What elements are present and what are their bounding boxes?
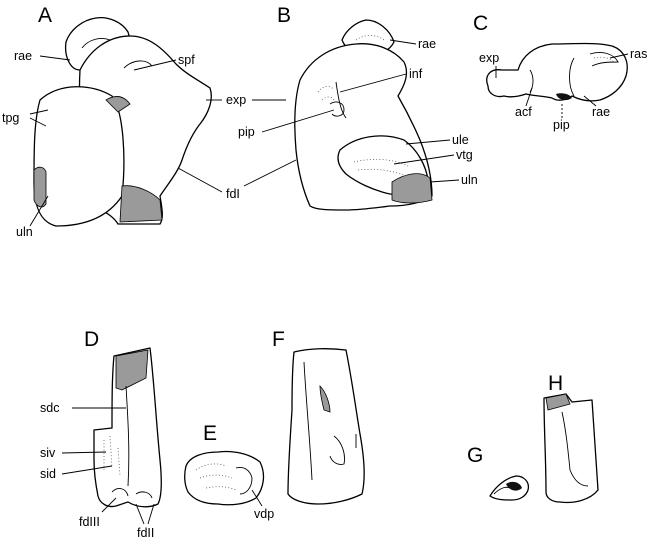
label-e-vdp: vdp — [254, 507, 274, 521]
leader-d-siv — [61, 451, 107, 454]
label-d-fdiii: fdIII — [79, 515, 100, 529]
leader-b-uln — [429, 179, 460, 183]
panel-h-groove — [561, 411, 589, 487]
label-b-uln: uln — [461, 173, 478, 187]
leader-fdi-a — [177, 167, 223, 193]
panel-letter-d: D — [84, 328, 99, 351]
panel-a-spf-notch — [123, 60, 153, 69]
label-d-sid: sid — [40, 467, 56, 481]
panel-h-shaded — [545, 393, 571, 411]
label-exp: exp — [226, 93, 246, 107]
leader-c-rae — [583, 95, 597, 107]
leader-a-uln — [29, 195, 49, 227]
panel-f: F — [272, 328, 365, 505]
label-fdi: fdI — [226, 187, 240, 201]
label-c-exp: exp — [479, 51, 499, 65]
panel-e-texture — [195, 463, 237, 491]
leader-b-vtg — [393, 154, 455, 165]
label-c-ras: ras — [630, 47, 647, 61]
panel-b-inf-texture — [317, 86, 335, 101]
panel-c-ras-curve — [589, 51, 619, 67]
panel-letter-f: F — [272, 328, 285, 351]
panel-d-siv-texture — [103, 435, 121, 477]
leader-c-acf — [525, 87, 533, 107]
panel-a: A rae spf tpg uln — [2, 4, 212, 239]
label-a-spf: spf — [178, 53, 195, 67]
label-c-pip: pip — [553, 118, 570, 132]
panel-a-shaded-base — [119, 185, 163, 223]
leader-fdi-b — [243, 159, 297, 187]
panel-g-lines — [493, 486, 511, 495]
panel-d-shaded-top — [115, 349, 149, 391]
leader-d-fdii-2 — [147, 503, 155, 525]
label-b-vtg: vtg — [456, 148, 473, 162]
leader-a-tpg-2 — [29, 117, 47, 127]
leader-e-vdp — [251, 489, 263, 507]
panel-c-rae-curve — [569, 57, 575, 97]
panel-e: E vdp — [184, 422, 274, 521]
label-d-fdii: fdII — [137, 526, 154, 540]
panel-b-pip — [329, 101, 345, 117]
leader-a-rae — [39, 55, 71, 61]
label-b-ule: ule — [452, 133, 469, 147]
panel-g-dark-mark — [506, 481, 522, 491]
leader-a-spf — [133, 59, 177, 71]
panel-f-groove — [303, 361, 345, 481]
leader-b-rae — [389, 39, 417, 45]
leader-d-fdiii — [101, 497, 117, 513]
shared-labels: exp fdI — [177, 93, 297, 201]
panel-b: B rae inf pip ule vtg uln — [238, 4, 478, 211]
panel-a-radiale-groove — [81, 37, 111, 49]
leader-c-ras — [609, 53, 629, 59]
label-b-pip: pip — [238, 125, 255, 139]
panel-c-ras-texture — [593, 56, 615, 63]
panel-letter-c: C — [473, 12, 488, 35]
panel-letter-a: A — [38, 4, 52, 27]
panel-letter-e: E — [203, 422, 217, 445]
panel-a-ulnare — [33, 86, 125, 227]
panel-g: G — [467, 444, 530, 501]
panel-letter-g: G — [467, 444, 483, 467]
panel-letter-b: B — [277, 4, 291, 27]
panel-e-vdp-mark — [235, 467, 253, 495]
panel-c-carpal — [486, 42, 628, 102]
label-a-tpg: tpg — [2, 111, 19, 125]
panel-e-element — [184, 450, 265, 506]
leader-d-sid — [61, 465, 113, 475]
panel-letter-h: H — [548, 372, 563, 395]
label-b-inf: inf — [409, 67, 423, 81]
leader-b-pip — [261, 109, 335, 133]
leader-d-fdii-1 — [135, 503, 145, 525]
panel-b-vtg-texture — [353, 158, 409, 177]
label-a-uln: uln — [16, 225, 33, 239]
panel-d-base — [111, 488, 153, 499]
panel-f-metacarpal — [287, 348, 365, 505]
label-c-rae: rae — [592, 105, 610, 119]
panel-b-shaded-uln — [391, 173, 433, 204]
panel-h-metacarpal — [543, 393, 599, 504]
label-c-acf: acf — [515, 105, 532, 119]
panel-d: D sdc siv sid fdIII fdII — [40, 328, 162, 540]
panel-d-sdc-groove — [125, 385, 130, 487]
label-a-rae: rae — [14, 49, 32, 63]
leader-b-ule — [405, 139, 451, 145]
panel-c: C exp ras acf pip rae — [473, 12, 647, 132]
panel-a-shaded-top — [105, 96, 131, 113]
label-d-siv: siv — [40, 446, 56, 460]
panel-h: H — [543, 372, 599, 504]
panel-a-shaded-ulna — [33, 166, 47, 208]
panel-c-pip-mark — [556, 93, 572, 101]
leader-b-inf — [339, 73, 407, 93]
panel-f-shaded — [319, 385, 331, 413]
leader-a-tpg-1 — [29, 109, 49, 115]
label-b-rae: rae — [418, 37, 436, 51]
label-d-sdc: sdc — [40, 401, 59, 415]
